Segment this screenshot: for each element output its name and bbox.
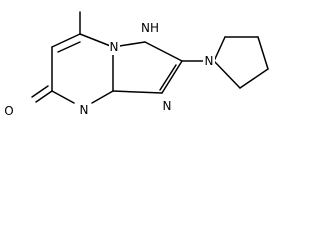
bond-n4-c5 — [51, 90, 75, 104]
n-bridge-mask — [109, 39, 120, 55]
n-pyrimidine-mask — [78, 102, 90, 119]
atom-n-triazole-label: N — [163, 99, 172, 113]
atom-n-pyrrolidine-label: N — [205, 54, 214, 68]
bond-c7-n8 — [79, 33, 114, 48]
atom-n-pyrimidine-label: N — [80, 103, 89, 117]
bond-cd-npyr — [213, 60, 241, 89]
n-pyrrolidine-mask — [203, 53, 215, 70]
bond-c6-c7 — [51, 33, 81, 48]
bond-cc-cd — [239, 68, 269, 89]
molecule-structure: NH N N N N O — [3, 11, 269, 120]
atom-o-label: O — [4, 104, 13, 118]
bond-n1-c2 — [144, 41, 183, 62]
atom-nh-label: NH — [141, 21, 159, 35]
bond-c5-o — [35, 90, 53, 103]
bond-c2-n3 — [161, 60, 183, 94]
o-mask — [3, 103, 16, 120]
bond-c6-c7-inner — [57, 41, 81, 53]
atom-n-bridge-label: N — [110, 40, 119, 54]
bond-c2-n3-inner — [159, 64, 177, 91]
atom-label-layer: NH N N N N O — [3, 19, 215, 120]
bond-n3-c8a — [112, 90, 163, 94]
n-triazole-mask — [161, 98, 173, 115]
bond-c8a-n4 — [91, 90, 114, 104]
bond-cb-cc — [257, 36, 269, 70]
bond-npyr-ca — [213, 36, 226, 62]
nh-mask — [138, 19, 162, 36]
bond-c5-o-second — [31, 85, 49, 98]
